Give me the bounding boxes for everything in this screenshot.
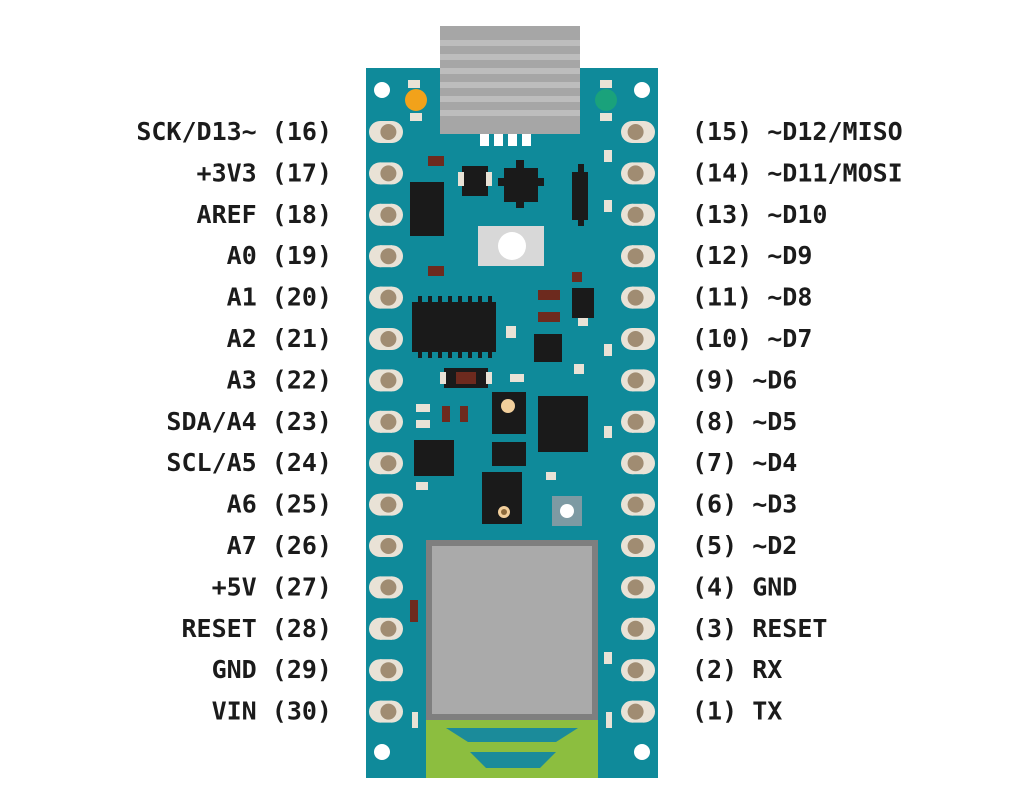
pin-pad-left [369,245,403,268]
led-orange-icon [405,89,427,111]
pin-pad-left [369,493,403,516]
pin-pad-left [369,576,403,599]
reset-button-icon [478,226,544,266]
pin-pad-left [369,328,403,350]
right-pin-label: (13) ~D10 [692,200,827,229]
left-pin-label: A6 (25) [227,490,332,519]
right-pin-label: (3) RESET [692,614,827,643]
led-green-icon [595,89,617,111]
right-pin-label: (7) ~D4 [692,448,797,477]
left-pin-label: A1 (20) [227,283,332,312]
pin-pad-right [621,617,655,640]
pin-pad-left [369,286,403,309]
pin-pad-right [621,286,655,309]
left-pin-label: SDA/A4 (23) [166,407,332,436]
usb-connector [440,26,580,146]
right-pin-label: (8) ~D5 [692,407,797,436]
pin-pad-right [621,410,655,433]
pin-pad-right [621,493,655,516]
pin-pad-left [369,121,403,143]
right-pin-label: (6) ~D3 [692,490,797,519]
left-pin-label: +5V (27) [212,572,332,601]
left-pin-label: A3 (22) [227,365,332,394]
board [366,26,658,778]
pin-labels: SCK/D13~ (16) +3V3 (17) AREF (18) A0 (19) A1… [136,117,902,726]
right-pin-label: (9) ~D6 [692,365,797,394]
pin-pad-left [369,410,403,433]
left-pin-label: A2 (21) [227,324,332,353]
left-pin-label: A0 (19) [227,241,332,270]
wireless-module-icon [426,540,598,720]
right-pin-label: (5) ~D2 [692,531,797,560]
pin-pad-left [369,535,403,557]
sensor-icon [560,504,574,518]
left-pin-label: SCK/D13~ (16) [136,117,332,146]
antenna-icon [426,720,598,778]
pin-pad-right [621,576,655,599]
mount-hole-icon [634,744,650,760]
right-pin-label: (14) ~D11/MOSI [692,158,903,187]
right-pin-label: (15) ~D12/MISO [692,117,903,146]
pin-pad-right [621,659,655,682]
mount-hole-icon [374,744,390,760]
right-pin-label: (4) GND [692,572,797,601]
mount-hole-icon [634,82,650,98]
left-pin-label: A7 (26) [227,531,332,560]
pin-pad-left [369,700,403,723]
left-pin-label: AREF (18) [197,200,332,229]
pin-pad-left [369,162,403,185]
right-pin-label: (11) ~D8 [692,283,812,312]
pin-pads [369,121,655,723]
pin-pad-right [621,700,655,723]
pin-pad-right [621,452,655,475]
main-chip-icon [412,296,496,358]
pin-pad-left [369,452,403,475]
pin-pad-right [621,535,655,557]
pin-pad-right [621,369,655,392]
pin-pad-right [621,245,655,268]
pin-pad-right [621,203,655,226]
pin-pad-right [621,162,655,185]
left-pin-label: +3V3 (17) [197,158,332,187]
pin-pad-left [369,369,403,392]
right-pin-label: (1) TX [692,697,782,726]
right-pin-label: (2) RX [692,655,782,684]
left-pin-label: GND (29) [212,655,332,684]
left-pin-label: SCL/A5 (24) [166,448,332,477]
mount-hole-icon [374,82,390,98]
pin-pad-left [369,203,403,226]
pin-pad-left [369,659,403,682]
right-pin-label: (12) ~D9 [692,241,812,270]
left-pin-label: VIN (30) [212,697,332,726]
right-pin-label: (10) ~D7 [692,324,812,353]
pin-pad-left [369,617,403,640]
pin-pad-right [621,328,655,350]
pin-pad-right [621,121,655,143]
left-pin-label: RESET (28) [181,614,332,643]
